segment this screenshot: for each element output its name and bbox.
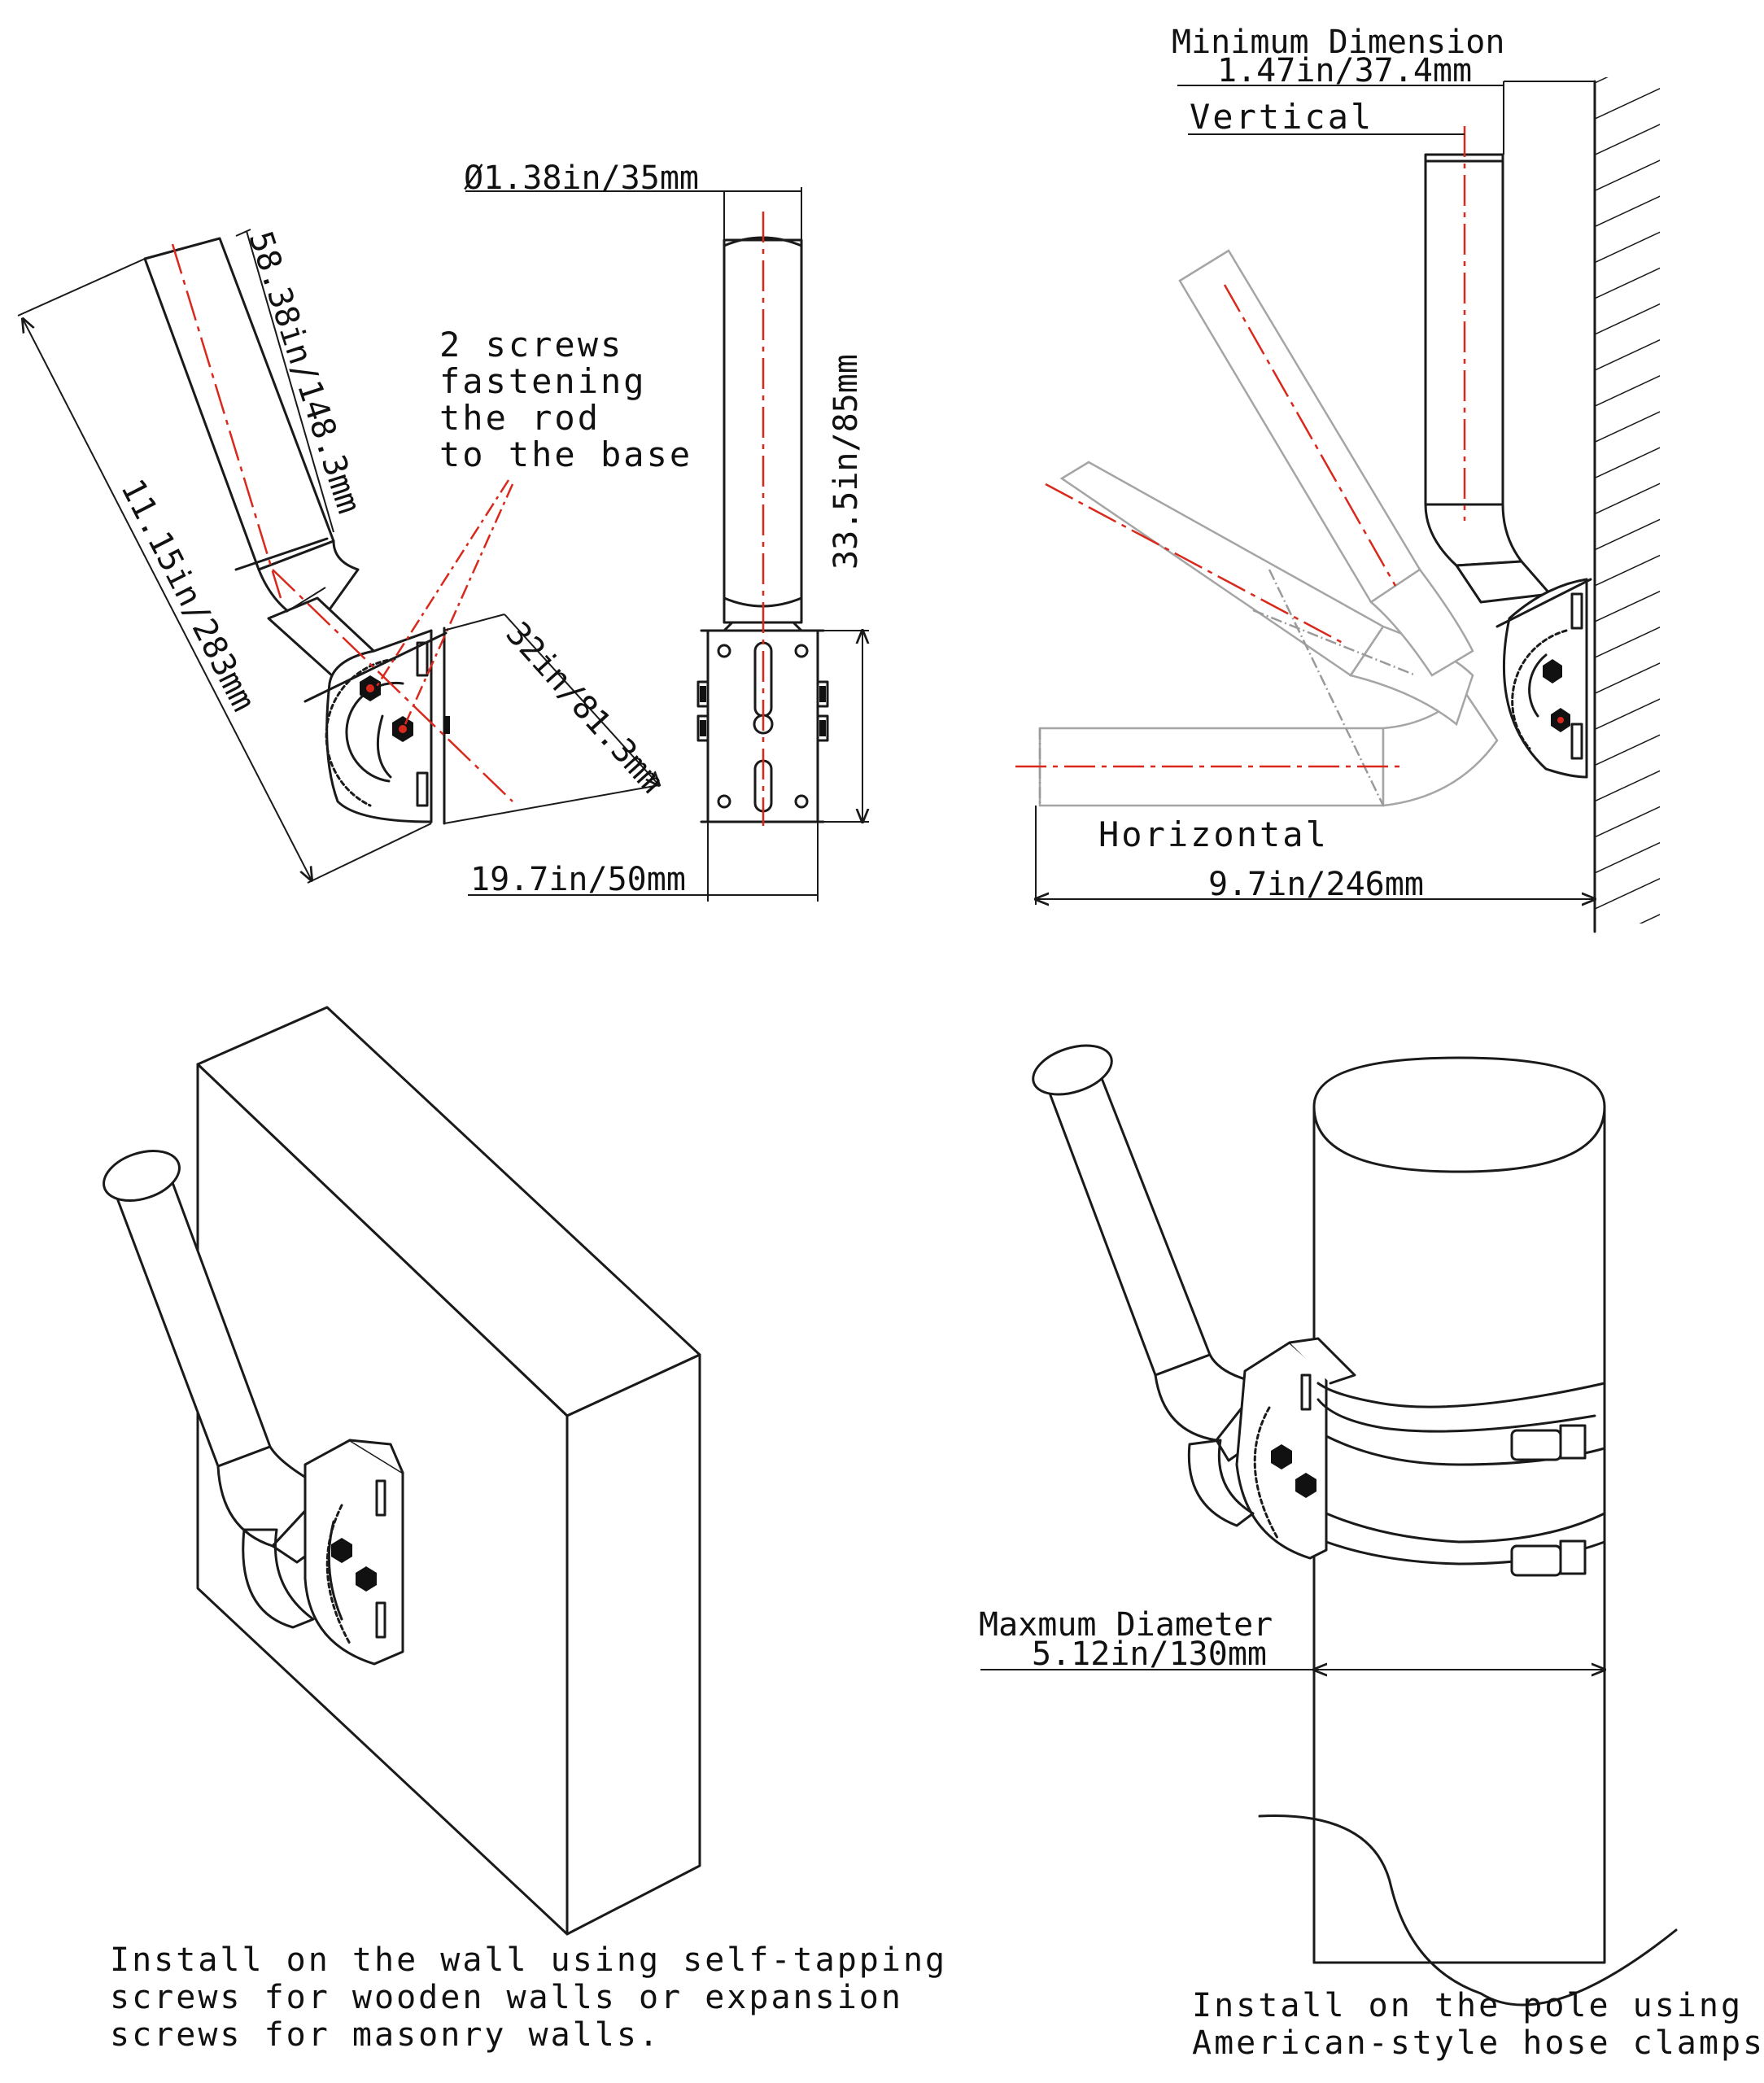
height-dimension: 33.5in/85mm bbox=[827, 354, 865, 570]
side-view-panel: 58.38in/148.3mm 11.15in/283mm 32in/81.3m… bbox=[17, 227, 692, 883]
minimum-dimension-label: Minimum Dimension bbox=[1172, 24, 1504, 61]
svg-text:screws for wooden walls or exp: screws for wooden walls or expansion bbox=[110, 1979, 903, 2016]
pole bbox=[1258, 1056, 1678, 2007]
svg-text:screws for masonry walls.: screws for masonry walls. bbox=[110, 2016, 661, 2054]
width-dimension: 19.7in/50mm bbox=[470, 861, 686, 898]
reach-dimension: 9.7in/246mm bbox=[1208, 866, 1424, 903]
pole-rod bbox=[1032, 1044, 1273, 1462]
upper-hose-clamp bbox=[1316, 1382, 1606, 1466]
wall-hatching bbox=[1595, 77, 1660, 924]
rotation-bracket bbox=[1495, 578, 1592, 779]
pole-install-panel: Maxmum Diameter 5.12in/130mm Install on … bbox=[979, 1044, 1764, 2062]
wall-bolt-icon bbox=[331, 1538, 352, 1563]
svg-text:fastening: fastening bbox=[439, 361, 647, 401]
rotation-bolt-icon bbox=[1543, 659, 1562, 683]
horizontal-label: Horizontal bbox=[1098, 814, 1329, 854]
wall-install-caption: Install on the wall using self-tapping s… bbox=[110, 1941, 947, 2054]
vertical-label: Vertical bbox=[1190, 97, 1373, 137]
rotation-view-panel: Minimum Dimension 1.47in/37.4mm Vertical… bbox=[1015, 24, 1660, 933]
pole-bolt-icon bbox=[1271, 1444, 1292, 1469]
diameter-dimension: Ø1.38in/35mm bbox=[464, 159, 699, 197]
wall-install-panel: Install on the wall using self-tapping s… bbox=[103, 1006, 947, 2054]
wall-bracket bbox=[242, 1439, 404, 1666]
maximum-diameter-value: 5.12in/130mm bbox=[1032, 1635, 1267, 1673]
side-bracket bbox=[303, 627, 450, 825]
vertical-rod bbox=[1424, 153, 1552, 604]
svg-text:2 screws: 2 screws bbox=[439, 325, 623, 365]
svg-text:Install on the pole using: Install on the pole using bbox=[1192, 1987, 1743, 2024]
wall-rod bbox=[103, 1150, 345, 1564]
maximum-diameter-label: Maxmum Diameter bbox=[979, 1606, 1273, 1644]
minimum-dimension-value: 1.47in/37.4mm bbox=[1217, 52, 1472, 90]
svg-text:American-style hose clamps.: American-style hose clamps. bbox=[1192, 2024, 1764, 2062]
offset-dimension: 32in/81.3mm bbox=[499, 615, 670, 801]
svg-text:to the base: to the base bbox=[439, 435, 692, 474]
ghost-rod-positions bbox=[1038, 249, 1499, 807]
svg-text:Install on the wall using self: Install on the wall using self-tapping bbox=[110, 1941, 947, 1979]
svg-text:the rod: the rod bbox=[439, 398, 600, 438]
pole-bracket bbox=[1187, 1337, 1356, 1560]
screws-callout: 2 screws fastening the rod to the base bbox=[439, 325, 692, 474]
front-view-panel: Ø1.38in/35mm 33.5in/85mm 19.7in/50mm bbox=[464, 159, 869, 902]
lower-hose-clamp bbox=[1325, 1512, 1606, 1577]
pole-install-caption: Install on the pole using American-style… bbox=[1192, 1987, 1764, 2062]
